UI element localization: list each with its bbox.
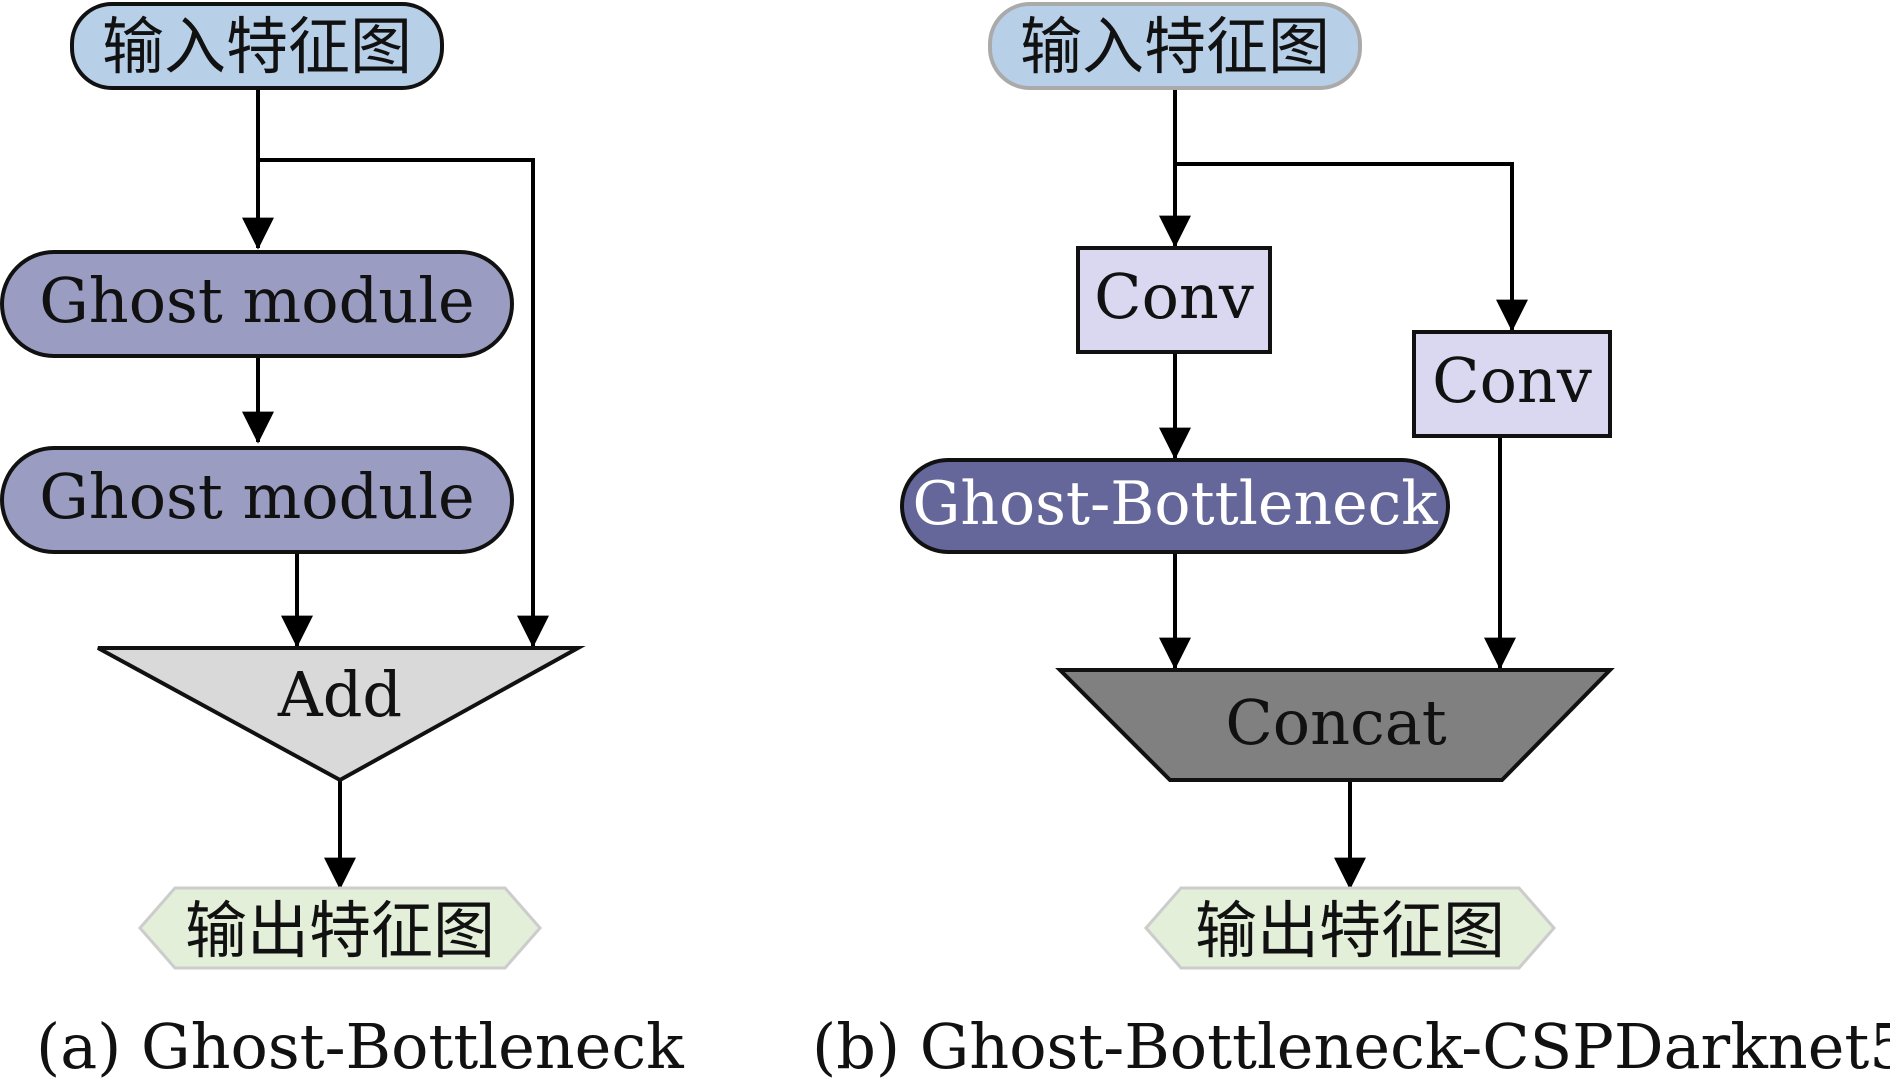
ghost-module-1-shape	[0, 250, 514, 358]
conv-left-shape	[1076, 246, 1272, 354]
caption-b: (b) Ghost-Bottleneck-CSPDarknet53	[812, 1010, 1890, 1083]
concat-label: Concat	[1225, 686, 1446, 759]
conv-right-label: Conv	[1432, 344, 1592, 417]
caption-a: (a) Ghost-Bottleneck	[36, 1010, 684, 1083]
panel-b-edges	[1159, 88, 1528, 890]
ghost-bottleneck-node: Ghost-Bottleneck	[900, 458, 1450, 554]
input-node-a-shape	[70, 2, 444, 90]
ghost-module-2-node: Ghost module	[0, 446, 514, 554]
conv-left-label: Conv	[1094, 260, 1254, 333]
ghost-bottleneck-label: Ghost-Bottleneck	[912, 469, 1438, 539]
concat-shape	[1055, 668, 1615, 782]
input-node-a-label: 输入特征图	[102, 10, 412, 83]
output-node-b-shape	[1144, 886, 1556, 970]
input-node-a: 输入特征图	[70, 2, 444, 90]
conv-left-node: Conv	[1076, 246, 1272, 354]
add-shape	[97, 646, 586, 783]
edge-input-to-conv-right	[1175, 162, 1528, 332]
add-label: Add	[277, 658, 402, 731]
conv-right-shape	[1412, 330, 1612, 438]
ghost-module-1-node: Ghost module	[0, 250, 514, 358]
output-node-a: 输出特征图	[138, 886, 542, 970]
ghost-bottleneck-shape	[900, 458, 1450, 554]
input-node-b-label: 输入特征图	[1020, 10, 1330, 83]
output-node-a-shape	[138, 886, 542, 970]
input-node-b: 输入特征图	[988, 2, 1362, 90]
output-node-b: 输出特征图	[1144, 886, 1556, 970]
ghost-module-1-label: Ghost module	[39, 264, 474, 337]
concat-node: Concat	[1055, 668, 1615, 782]
input-node-b-shape	[988, 2, 1362, 90]
conv-right-node: Conv	[1412, 330, 1612, 438]
ghost-module-2-shape	[0, 446, 514, 554]
ghost-module-2-label: Ghost module	[39, 460, 474, 533]
output-node-a-label: 输出特征图	[185, 894, 495, 967]
panel-b: 输入特征图 Conv Conv Ghost-Bottleneck Concat …	[812, 2, 1890, 1083]
panel-a-edges	[242, 88, 549, 890]
edge-input-skip-to-add	[258, 158, 549, 648]
output-node-b-label: 输出特征图	[1195, 894, 1505, 967]
panel-a: 输入特征图 Ghost module Ghost module Add 输出特征…	[0, 2, 684, 1083]
add-node: Add	[97, 646, 586, 783]
